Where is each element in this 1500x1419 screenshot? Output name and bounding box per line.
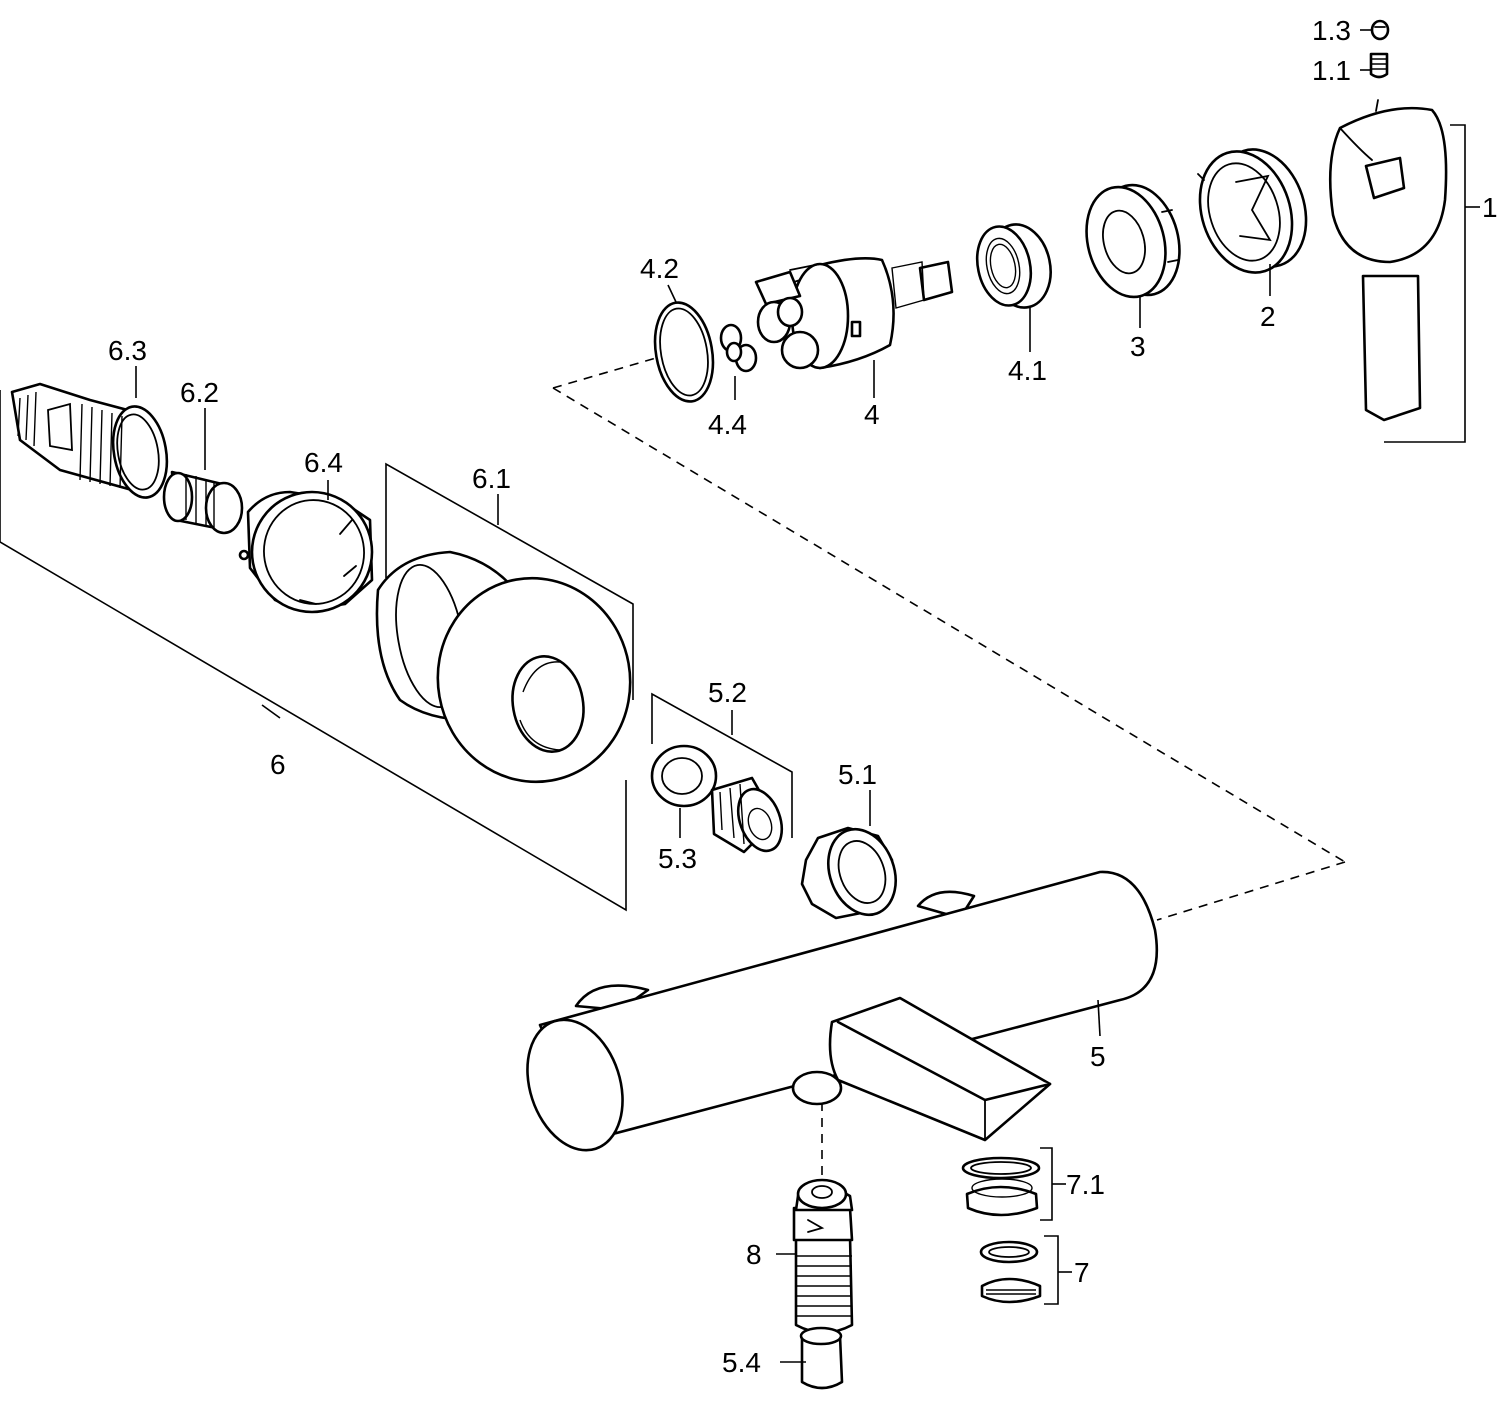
callout-5-4: 5.4 bbox=[722, 1347, 761, 1378]
callout-labels: 1.3 1.1 1 2 3 4.1 4 4.2 4.4 6.3 6.2 6.4 … bbox=[108, 15, 1498, 1378]
part-2-escutcheon-sleeve bbox=[1197, 148, 1308, 274]
part-5-1-union-nut bbox=[800, 826, 897, 920]
leader-lines bbox=[0, 29, 1480, 1363]
part-4-cartridge bbox=[754, 257, 954, 370]
assembly-dashed-lines bbox=[552, 357, 1346, 1188]
part-6-1-thermostat-knob bbox=[375, 550, 632, 784]
callout-7: 7 bbox=[1074, 1257, 1090, 1288]
callout-4-4: 4.4 bbox=[708, 409, 747, 440]
callout-5-3: 5.3 bbox=[658, 843, 697, 874]
callout-5-2: 5.2 bbox=[708, 677, 747, 708]
callout-5-1: 5.1 bbox=[838, 759, 877, 790]
part-4-4-small-seals bbox=[719, 323, 758, 373]
callout-1-3: 1.3 bbox=[1312, 15, 1351, 46]
callout-4: 4 bbox=[864, 399, 880, 430]
part-1-3-cap bbox=[1370, 19, 1390, 41]
callout-1: 1 bbox=[1482, 192, 1498, 223]
callout-6-3: 6.3 bbox=[108, 335, 147, 366]
callout-3: 3 bbox=[1130, 331, 1146, 362]
callout-6: 6 bbox=[270, 749, 286, 780]
callout-4-1: 4.1 bbox=[1008, 355, 1047, 386]
part-8-diverter-cartridge bbox=[792, 1178, 854, 1334]
callout-1-1: 1.1 bbox=[1312, 55, 1351, 86]
callout-4-2: 4.2 bbox=[640, 253, 679, 284]
callout-5: 5 bbox=[1090, 1041, 1106, 1072]
part-4-2-o-ring bbox=[653, 301, 715, 403]
callout-2: 2 bbox=[1260, 301, 1276, 332]
part-5-3-washer bbox=[650, 744, 718, 808]
callout-6-2: 6.2 bbox=[180, 377, 219, 408]
part-1-lever-handle bbox=[1328, 99, 1448, 422]
part-4-1-adapter-ring bbox=[975, 223, 1052, 309]
callout-8: 8 bbox=[746, 1239, 762, 1270]
part-3-ring-nut bbox=[1085, 183, 1181, 299]
part-6-2-filter bbox=[162, 470, 244, 535]
part-6-3-threaded-connector bbox=[10, 382, 169, 499]
part-5-4-small-sleeve bbox=[799, 1326, 844, 1390]
part-7-aerator bbox=[979, 1240, 1042, 1304]
callout-7-1: 7.1 bbox=[1066, 1169, 1105, 1200]
part-5-mixer-body bbox=[526, 870, 1159, 1152]
part-1-1-screw bbox=[1369, 52, 1389, 79]
part-5-2-check-valve bbox=[710, 776, 784, 854]
callout-6-1: 6.1 bbox=[472, 463, 511, 494]
part-7-1-aerator-assembly bbox=[961, 1156, 1041, 1217]
callout-6-4: 6.4 bbox=[304, 447, 343, 478]
part-6-4-sleeve bbox=[238, 490, 374, 614]
